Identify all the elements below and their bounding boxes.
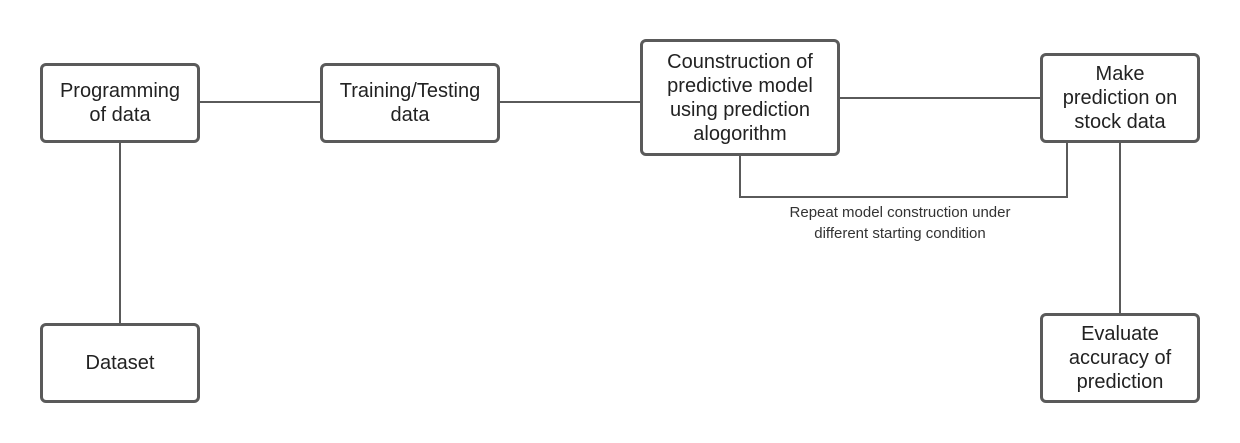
- dataset-node: Dataset: [40, 323, 200, 403]
- programming-of-data-node: Programming of data: [40, 63, 200, 143]
- evaluate-accuracy-label: Evaluate accuracy of prediction: [1068, 323, 1172, 393]
- repeat-loop-label: Repeat model construction under differen…: [789, 204, 1011, 242]
- repeat-loop-connector: [739, 143, 1068, 198]
- make-prediction-label: Make prediction on stock data: [1062, 63, 1178, 133]
- training-testing-label: Training/Testing data: [339, 80, 481, 126]
- model-construction-node: Counstruction of predictive model using …: [640, 39, 840, 156]
- evaluate-accuracy-node: Evaluate accuracy of prediction: [1040, 313, 1200, 403]
- make-prediction-node: Make prediction on stock data: [1040, 53, 1200, 143]
- dataset-label: Dataset: [85, 352, 155, 374]
- model-construction-label: Counstruction of predictive model using …: [667, 50, 813, 145]
- programming-of-data-label: Programming of data: [59, 80, 181, 126]
- training-testing-node: Training/Testing data: [320, 63, 500, 143]
